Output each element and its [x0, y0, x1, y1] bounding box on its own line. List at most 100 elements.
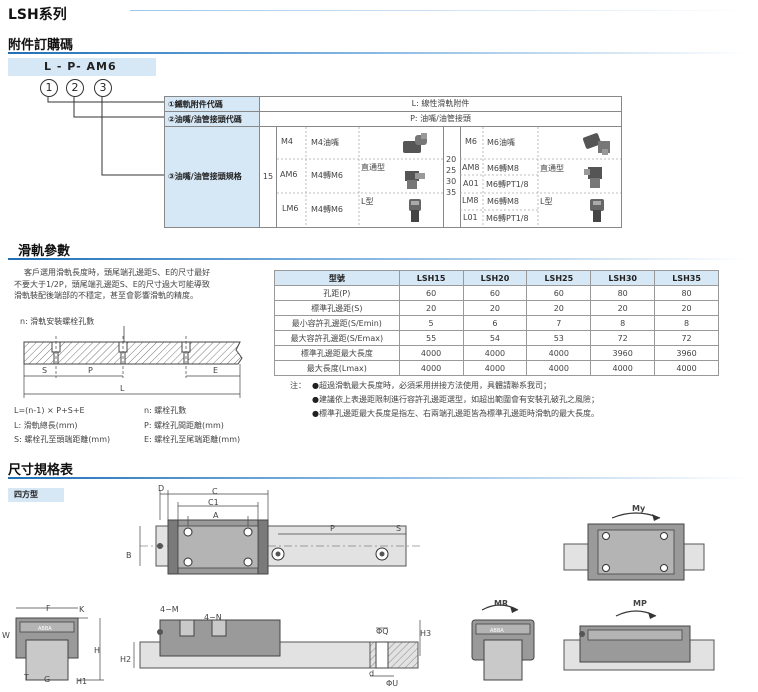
spec-cell: 20	[590, 300, 656, 316]
svg-text:ABBA: ABBA	[490, 628, 504, 634]
section-accessory-title: 附件訂購碼	[8, 38, 74, 53]
diag-label-l: L	[120, 384, 125, 393]
page-title: LSH系列	[8, 7, 67, 23]
note-text: 超過滑軌最大長度時，必須采用拼接方法使用，具體請聯系我司；	[318, 381, 551, 390]
spec-cell: 4000	[526, 360, 592, 376]
mr-moment-drawing: ABBA	[471, 604, 535, 681]
left-item-grid	[277, 127, 443, 227]
spec-cell: 60	[462, 285, 528, 301]
side-view-drawing	[133, 619, 421, 677]
spec-cell: 55	[398, 330, 464, 346]
left-items: M4 M4油嘴 AM6 M4轉M6 直通型 LM6 M4轉M6 L型	[277, 127, 443, 227]
spec-cell: 4000	[462, 345, 528, 361]
dim-label-d: D	[158, 484, 165, 493]
left-item-3-type: L型	[361, 197, 374, 206]
note-text: 建議依上表邊距限制進行容許孔邊距選型，如超出範圍會有安裝孔破孔之風險；	[318, 395, 599, 404]
rail-paragraph-line-2: 不要大于1/2P，頭尾端孔邊距S、E的尺寸過大可能導致	[14, 279, 210, 289]
moment-label-my: My	[632, 504, 646, 513]
spec-cell: 7	[526, 315, 592, 331]
spec-cell: 20	[462, 300, 528, 316]
spec-header-lsh20: LSH20	[462, 270, 528, 286]
block-type-badge: 四方型	[8, 488, 64, 502]
note-item: ●超過滑軌最大長度時，必須采用拼接方法使用，具體請聯系我司；	[312, 380, 599, 392]
grease-nipple-m4-icon	[403, 133, 427, 153]
dim-label-d-small: d	[369, 669, 375, 678]
spec-cell: 3960	[590, 345, 656, 361]
spec-header-lsh35: LSH35	[654, 270, 719, 286]
accessory-row-3-label: ③油嘴/油管接頭規格	[168, 172, 242, 181]
spec-cell: 54	[462, 330, 528, 346]
moment-label-mr: MR	[494, 599, 509, 608]
spec-cell: 60	[526, 285, 592, 301]
straight-adapter-m6-icon	[405, 171, 425, 189]
accessory-row-1-label: ①鐵軌附件代碼	[168, 100, 223, 109]
dim-label-t: T	[24, 673, 29, 682]
dim-label-k: K	[79, 605, 85, 614]
spec-cell: 4000	[398, 360, 464, 376]
dim-label-m: 4−M	[160, 605, 179, 614]
spec-row-label: 最大長度(Lmax)	[274, 360, 400, 376]
spec-cell: 5	[398, 315, 464, 331]
size-left: 15	[260, 127, 277, 227]
left-item-2-code: AM6	[280, 170, 298, 179]
spec-cell: 6	[462, 315, 528, 331]
formula-right-2: P: 螺栓孔間距離(mm)	[144, 420, 224, 430]
spec-cell: 72	[590, 330, 656, 346]
dim-label-h2: H2	[120, 655, 132, 664]
spec-row-label: 最小容許孔邊距(S/Emin)	[274, 315, 400, 331]
my-moment-drawing	[563, 512, 705, 581]
order-code: L - P- AM6	[44, 60, 117, 73]
svg-text:ABBA: ABBA	[38, 626, 52, 632]
order-code-box: L - P- AM6	[8, 58, 156, 76]
section-dimension-rule	[8, 477, 748, 479]
spec-cell: 20	[526, 300, 592, 316]
l-adapter-m6-icon	[409, 199, 421, 222]
accessory-row-1-value: L: 線性滑軌附件	[260, 97, 621, 112]
title-rule	[130, 10, 758, 11]
spec-row-label: 孔距(P)	[274, 285, 400, 301]
rail-paragraph: 客戶選用滑軌長度時，頭尾端孔邊距S、E的尺寸最好 不要大于1/2P，頭尾端孔邊距…	[14, 267, 266, 302]
hole-count-label: n: 滑軌安裝螺栓孔數	[20, 317, 95, 326]
accessory-table: ①鐵軌附件代碼 L: 線性滑軌附件 ②油嘴/油管接頭代碼 P: 油嘴/油管接頭 …	[164, 96, 622, 228]
diag-label-s: S	[42, 366, 48, 375]
spec-header-model: 型號	[274, 270, 400, 286]
accessory-row-2-value: P: 油嘴/油管接頭	[260, 112, 621, 127]
spec-cell: 4000	[590, 360, 656, 376]
note-text: 標準孔邊距最大長度是指左、右兩端孔邊距皆為標準孔邊距時滑軌的最大長度。	[318, 409, 599, 418]
spec-cell: 80	[654, 285, 719, 301]
section-rail-title: 滑軌參數	[18, 244, 71, 259]
right-item-2-type: 直通型	[540, 164, 564, 173]
dim-label-w: W	[2, 631, 10, 640]
right-item-grid	[460, 127, 621, 227]
spec-cell: 80	[590, 285, 656, 301]
right-item-3-name: M6轉PT1/8	[486, 180, 529, 189]
left-item-1-code: M4	[281, 137, 293, 146]
dim-label-u: ΦU	[386, 679, 399, 688]
right-item-5-name: M6轉PT1/8	[486, 214, 529, 223]
rail-paragraph-line-3: 滑軌裝配後端部的不穩定，甚至會影響滑軌的精度。	[14, 291, 198, 300]
dim-label-c: C	[212, 487, 218, 496]
rail-paragraph-line-1: 客戶選用滑軌長度時，頭尾端孔邊距S、E的尺寸最好	[24, 268, 211, 277]
size-right-20: 20	[446, 155, 457, 164]
dim-label-h: H	[94, 646, 101, 655]
spec-cell: 4000	[462, 360, 528, 376]
bullet-icon: ●	[312, 381, 319, 390]
circle-1: 1	[40, 79, 58, 97]
dim-label-q: ΦQ	[376, 627, 389, 636]
right-items: M6 M6油嘴 AM8 M6轉M8 直通型 A01 M6轉PT1/8 LM8 M…	[460, 127, 621, 227]
spec-cell: 20	[398, 300, 464, 316]
dim-label-f: F	[46, 604, 51, 613]
spec-cell: 4000	[526, 345, 592, 361]
spec-header-lsh15: LSH15	[398, 270, 464, 286]
rail-length-diagram	[23, 326, 243, 398]
formula-right-1: n: 螺栓孔數	[144, 406, 187, 415]
spec-cell: 4000	[398, 345, 464, 361]
mp-moment-drawing	[563, 610, 715, 671]
spec-cell: 20	[654, 300, 719, 316]
formula-left-3: S: 螺栓孔至頭端距離(mm)	[14, 435, 111, 444]
right-item-2-code: AM8	[462, 163, 480, 172]
